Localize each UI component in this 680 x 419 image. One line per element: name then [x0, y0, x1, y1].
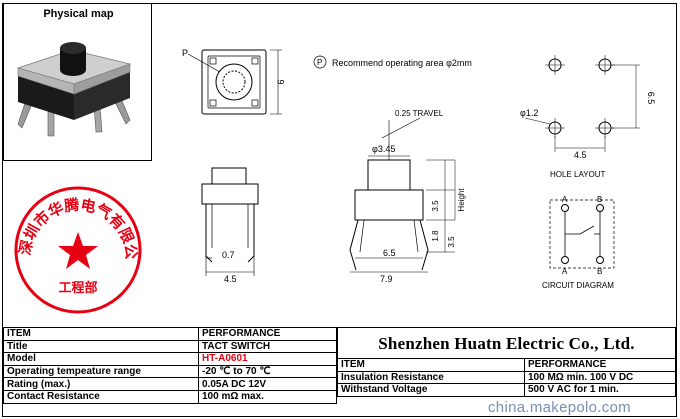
- star-icon: [58, 232, 98, 269]
- hole-layout-label: HOLE LAYOUT: [550, 170, 606, 179]
- travel-label: 0.25 TRAVEL: [395, 109, 444, 118]
- dim-18: 1.8: [431, 230, 440, 242]
- hole-dim-65: 6.5: [646, 92, 656, 105]
- label-p: P: [182, 48, 188, 58]
- company-seal: 深圳市华腾电气有限公司 工程部: [8, 180, 142, 314]
- technical-drawing: P 6 P Recommend operating area φ2mm 0.25…: [182, 48, 656, 290]
- hole-diameter: φ1.2: [520, 108, 538, 118]
- dim-45: 4.5: [224, 274, 237, 284]
- physical-map-panel: Physical map: [3, 3, 152, 161]
- dim-07: 0.7: [222, 250, 235, 260]
- physical-map-title: Physical map: [43, 8, 114, 20]
- dim-height: Height: [457, 188, 466, 212]
- table-row: Contact Resistance 100 mΩ max.: [3, 389, 337, 404]
- table-row: Withstand Voltage 500 V AC for 1 min.: [337, 383, 676, 397]
- dim-dia-345: φ3.45: [372, 144, 395, 154]
- spec-table-right: ITEM PERFORMANCE Insulation Resistance 1…: [337, 358, 676, 397]
- model-number: HT-A0601: [198, 352, 337, 366]
- dim-35-bottom: 3.5: [447, 236, 456, 248]
- table-row: Insulation Resistance 100 MΩ min. 100 V …: [337, 370, 676, 385]
- recommend-text: Recommend operating area φ2mm: [332, 58, 472, 68]
- dim-6: 6: [276, 79, 286, 84]
- table-row: Model HT-A0601: [3, 352, 337, 366]
- tact-switch-photo: [16, 42, 132, 137]
- pin-a-bottom: A: [562, 267, 568, 276]
- table-row: Rating (max.) 0.05A DC 12V: [3, 377, 337, 391]
- table-row: ITEM PERFORMANCE: [337, 358, 676, 372]
- table-row: Title TACT SWITCH: [3, 339, 337, 354]
- table-row: Operating tempeature range -20 ℃ to 70 ℃: [3, 364, 337, 379]
- spec-table-left: ITEM PERFORMANCE Title TACT SWITCH Model…: [3, 327, 337, 404]
- pin-a-top: A: [562, 195, 568, 204]
- hole-dim-45: 4.5: [574, 150, 587, 160]
- table-row: ITEM PERFORMANCE: [3, 327, 337, 341]
- dim-65: 6.5: [383, 248, 396, 258]
- dim-79: 7.9: [380, 274, 393, 284]
- pin-b-top: B: [597, 195, 602, 204]
- company-name: Shenzhen Huatn Electric Co., Ltd.: [337, 327, 676, 358]
- circuit-diagram-label: CIRCUIT DIAGRAM: [542, 281, 614, 290]
- recommend-symbol: P: [317, 58, 322, 67]
- seal-dept: 工程部: [58, 280, 97, 296]
- dim-35-top: 3.5: [431, 200, 440, 212]
- pin-b-bottom: B: [597, 267, 602, 276]
- watermark: china.makepolo.com: [488, 399, 631, 416]
- sheet-border: [2, 3, 677, 417]
